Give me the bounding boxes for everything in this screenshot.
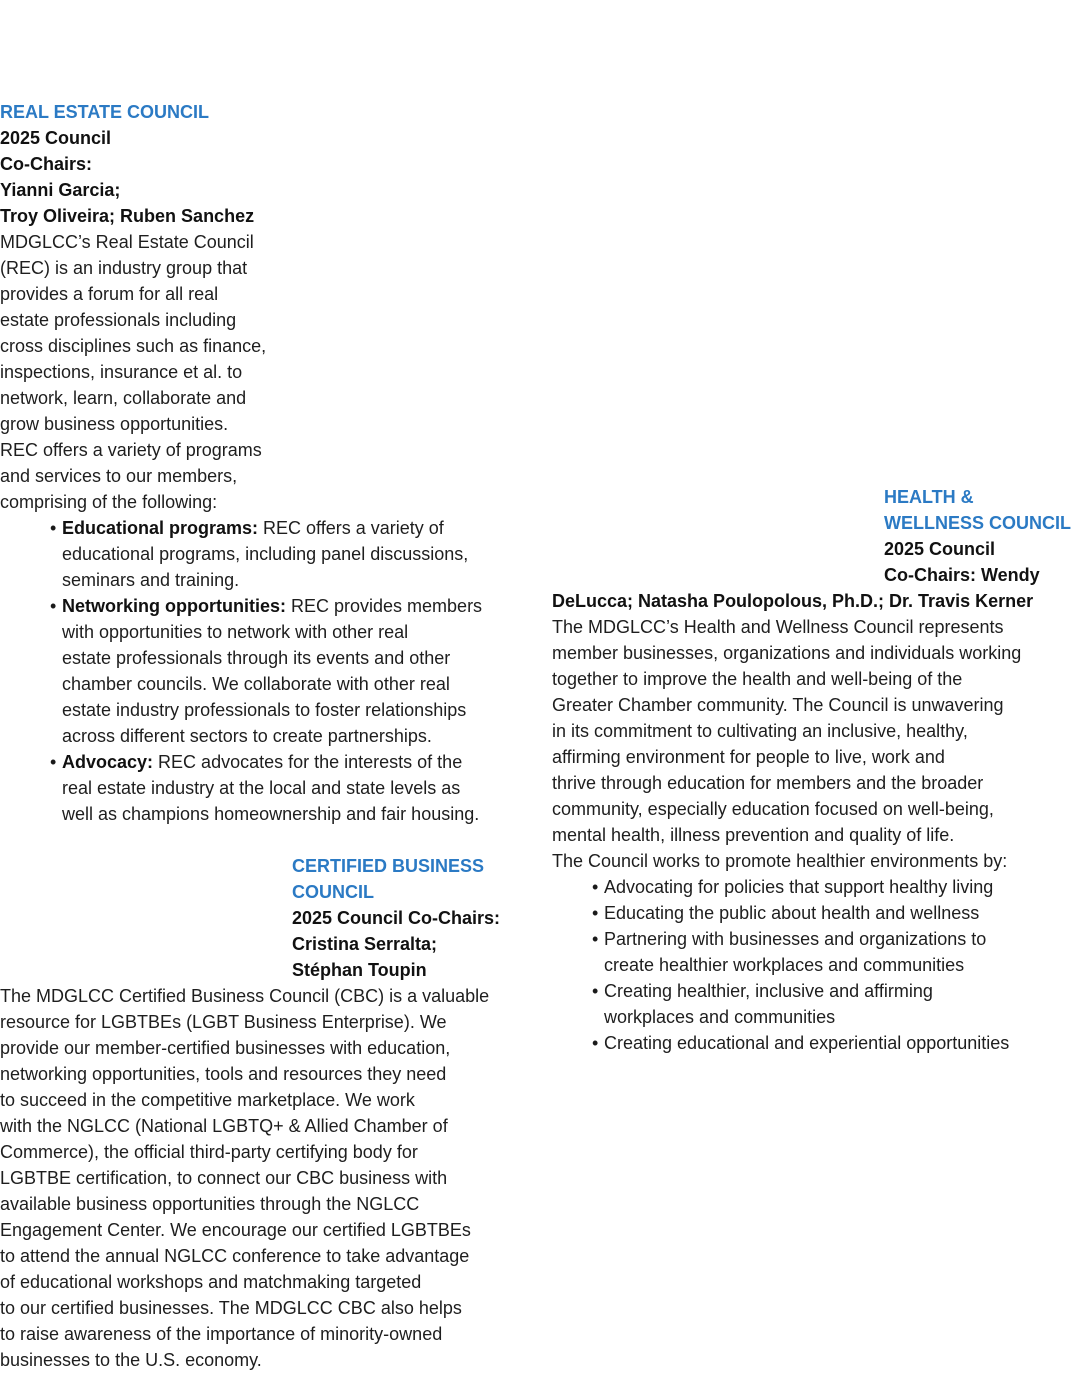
hwc-body-line: mental health, illness prevention and qu…	[552, 825, 955, 845]
cbc-body: The MDGLCC Certified Business Council (C…	[0, 983, 489, 1373]
hwc-body-line: The MDGLCC’s Health and Wellness Council…	[552, 617, 1004, 637]
cbc-title: COUNCIL	[292, 882, 374, 902]
bullet-text: REC offers a variety of	[258, 518, 444, 538]
hwc-body-line: affirming environment for people to live…	[552, 747, 945, 767]
cbc-body-line: to raise awareness of the importance of …	[0, 1324, 443, 1344]
cbc-body-line: of educational workshops and matchmaking…	[0, 1272, 422, 1292]
hwc-body-line: The Council works to promote healthier e…	[552, 851, 1008, 871]
list-item: • Networking opportunities: REC provides…	[50, 593, 483, 749]
hwc-title: HEALTH &	[884, 487, 974, 507]
cbc-body-line: available business opportunities through…	[0, 1194, 420, 1214]
rec-intro-line: and services to our members,	[0, 466, 238, 486]
bullet-text: well as champions homeownership and fair…	[62, 804, 480, 824]
bullet-text: educational programs, including panel di…	[62, 544, 469, 564]
bullet-icon: •	[592, 903, 599, 923]
cbc-body-line: The MDGLCC Certified Business Council (C…	[0, 986, 490, 1006]
hwc-body-line: member businesses, organizations and ind…	[552, 643, 1022, 663]
hwc-body-line: together to improve the health and well-…	[552, 669, 963, 689]
rec-intro-line: REC offers a variety of programs	[0, 440, 262, 460]
cbc-body-line: with the NGLCC (National LGBTQ+ & Allied…	[0, 1116, 448, 1136]
cbc-body-line: Engagement Center. We encourage our cert…	[0, 1220, 471, 1240]
list-item: • Creating educational and experiential …	[592, 1030, 1010, 1056]
rec-intro-line: inspections, insurance et al. to	[0, 362, 243, 382]
cbc-body-line: provide our member-certified businesses …	[0, 1038, 451, 1058]
list-item: • Advocating for policies that support h…	[592, 874, 1009, 900]
health-wellness-council-header: HEALTH & WELLNESS COUNCIL 2025 Council C…	[884, 484, 1071, 588]
rec-bullet-list: • Educational programs: REC offers a var…	[50, 515, 483, 827]
bullet-text: create healthier workplaces and communit…	[604, 955, 965, 975]
list-item: • Advocacy: REC advocates for the intere…	[50, 749, 482, 827]
bullet-text: estate industry professionals to foster …	[62, 700, 467, 720]
bullet-text: Creating educational and experiential op…	[604, 1033, 1010, 1053]
bullet-text: across different sectors to create partn…	[62, 726, 432, 746]
cbc-body-line: networking opportunities, tools and reso…	[0, 1064, 447, 1084]
cbc-body-line: to succeed in the competitive marketplac…	[0, 1090, 415, 1110]
bullet-text: Advocating for policies that support hea…	[604, 877, 994, 897]
rec-intro-line: comprising of the following:	[0, 492, 218, 512]
rec-intro-line: grow business opportunities.	[0, 414, 229, 434]
rec-cochairs-line: Yianni Garcia;	[0, 180, 121, 200]
bullet-icon: •	[592, 1033, 599, 1053]
cbc-body-line: Commerce), the official third-party cert…	[0, 1142, 418, 1162]
cbc-body-line: to attend the annual NGLCC conference to…	[0, 1246, 470, 1266]
hwc-body-line: Greater Chamber community. The Council i…	[552, 695, 1004, 715]
bullet-label: Networking opportunities:	[62, 596, 286, 616]
rec-intro-line: (REC) is an industry group that	[0, 258, 248, 278]
bullet-text: workplaces and communities	[604, 1007, 836, 1027]
cbc-cochairs-line: 2025 Council Co-Chairs:	[292, 908, 501, 928]
bullet-icon: •	[592, 981, 599, 1001]
bullet-text: chamber councils. We collaborate with ot…	[62, 674, 450, 694]
hwc-cochairs-line: DeLucca; Natasha Poulopolous, Ph.D.; Dr.…	[552, 591, 1034, 611]
cbc-cochairs-line: Stéphan Toupin	[292, 960, 427, 980]
hwc-body: DeLucca; Natasha Poulopolous, Ph.D.; Dr.…	[552, 588, 1033, 874]
rec-intro-line: MDGLCC’s Real Estate Council	[0, 232, 254, 252]
bullet-label: Advocacy:	[62, 752, 154, 772]
bullet-text: Partnering with businesses and organizat…	[604, 929, 987, 949]
real-estate-council-title: REAL ESTATE COUNCIL	[0, 102, 210, 122]
list-item: • Educating the public about health and …	[592, 900, 1009, 926]
hwc-body-line: community, especially education focused …	[552, 799, 994, 819]
real-estate-council-section: REAL ESTATE COUNCIL 2025 Council Co-Chai…	[0, 99, 266, 515]
hwc-title: WELLNESS COUNCIL	[884, 513, 1071, 533]
hwc-cochairs-line: 2025 Council	[884, 539, 996, 559]
list-item: • Educational programs: REC offers a var…	[50, 515, 482, 593]
rec-intro-line: network, learn, collaborate and	[0, 388, 247, 408]
bullet-label: Educational programs:	[62, 518, 259, 538]
hwc-body-line: thrive through education for members and…	[552, 773, 984, 793]
bullet-text: seminars and training.	[62, 570, 240, 590]
cbc-title: CERTIFIED BUSINESS	[292, 856, 485, 876]
bullet-icon: •	[50, 518, 57, 538]
rec-cochairs-line: 2025 Council	[0, 128, 112, 148]
cbc-body-line: businesses to the U.S. economy.	[0, 1350, 262, 1370]
list-item: • Creating healthier, inclusive and affi…	[592, 978, 1009, 1030]
bullet-icon: •	[50, 752, 57, 772]
rec-intro-line: cross disciplines such as finance,	[0, 336, 267, 356]
certified-business-council-header: CERTIFIED BUSINESS COUNCIL 2025 Council …	[292, 853, 500, 983]
rec-cochairs-line: Co-Chairs:	[0, 154, 93, 174]
hwc-body-line: in its commitment to cultivating an incl…	[552, 721, 968, 741]
bullet-text: real estate industry at the local and st…	[62, 778, 461, 798]
bullet-text: Educating the public about health and we…	[604, 903, 980, 923]
cbc-body-line: resource for LGBTBEs (LGBT Business Ente…	[0, 1012, 447, 1032]
rec-cochairs-line: Troy Oliveira; Ruben Sanchez	[0, 206, 255, 226]
cbc-body-line: LGBTBE certification, to connect our CBC…	[0, 1168, 448, 1188]
bullet-text: REC provides members	[286, 596, 483, 616]
bullet-text: REC advocates for the interests of the	[153, 752, 463, 772]
cbc-body-line: to our certified businesses. The MDGLCC …	[0, 1298, 462, 1318]
bullet-icon: •	[50, 596, 57, 616]
bullet-text: with opportunities to network with other…	[62, 622, 409, 642]
bullet-icon: •	[592, 877, 599, 897]
bullet-icon: •	[592, 929, 599, 949]
hwc-bullet-list: • Advocating for policies that support h…	[592, 874, 1010, 1056]
bullet-text: Creating healthier, inclusive and affirm…	[604, 981, 933, 1001]
list-item: • Partnering with businesses and organiz…	[592, 926, 1009, 978]
cbc-cochairs-line: Cristina Serralta;	[292, 934, 438, 954]
rec-intro-line: provides a forum for all real	[0, 284, 219, 304]
bullet-text: estate professionals through its events …	[62, 648, 451, 668]
hwc-cochairs-line: Co-Chairs: Wendy	[884, 565, 1040, 585]
rec-intro-line: estate professionals including	[0, 310, 237, 330]
